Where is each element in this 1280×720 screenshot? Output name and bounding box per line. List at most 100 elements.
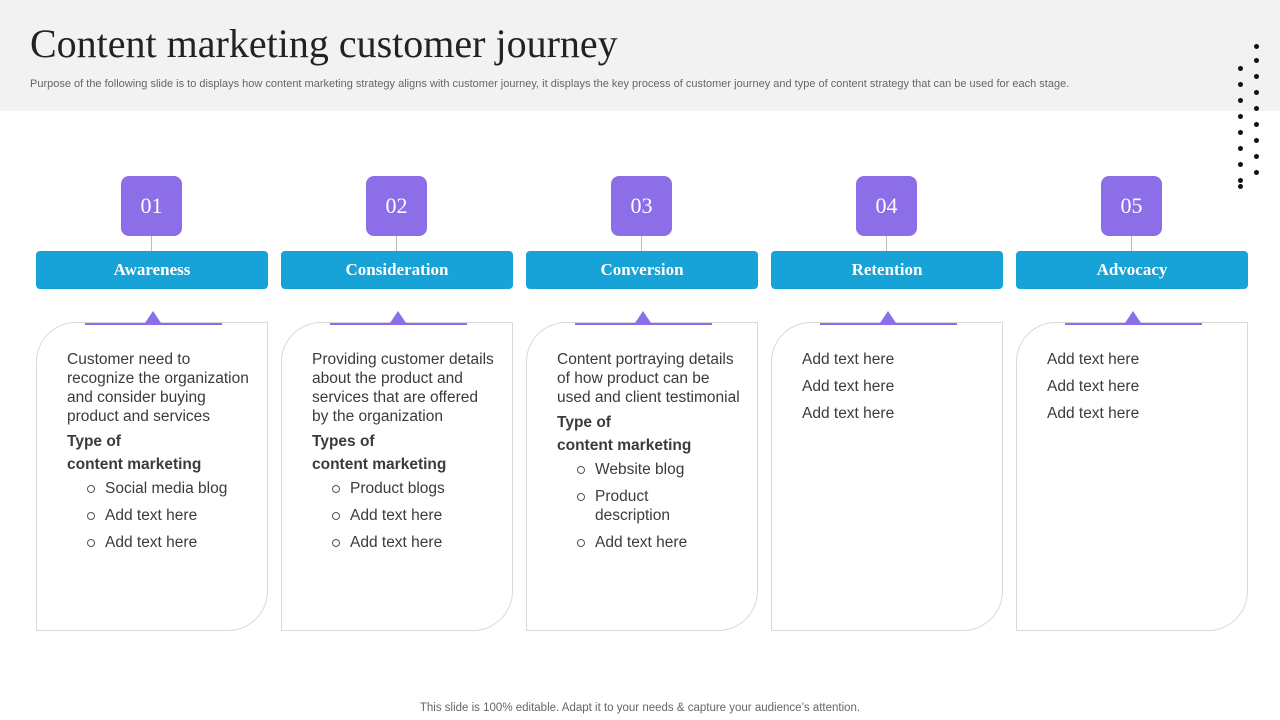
stage-label: Consideration [281,251,513,289]
list-item-text: Website blog [595,461,685,478]
bullet-circle-icon [87,539,95,547]
dot [1238,184,1243,189]
subheading-line-1: Types of [312,433,375,450]
accent-line [1065,323,1202,325]
stage-description: Content portraying details of how produc… [557,351,740,406]
list-item: Product description [577,487,695,525]
list-item: Add text here [577,533,742,552]
dot [1254,170,1259,175]
placeholder-list: Add text here Add text here Add text her… [802,350,987,423]
connector-line [641,236,642,251]
stage-label: Retention [771,251,1003,289]
stage-number-badge: 05 [1101,176,1162,236]
dot [1254,154,1259,159]
list-item: Add text here [87,506,252,525]
list-item-text: Add text here [105,507,198,524]
placeholder-text: Add text here [802,378,895,395]
bullet-circle-icon [577,539,585,547]
card-body: Customer need to recognize the organizat… [67,350,252,560]
placeholder-text: Add text here [1047,405,1140,422]
subheading-line-2: content marketing [312,456,447,473]
dot [1254,44,1259,49]
stage-consideration: 02 Consideration Providing customer deta… [281,176,513,632]
content-type-list: Product blogs Add text here Add text her… [312,479,497,552]
dot [1238,82,1243,87]
accent-line [85,323,222,325]
stage-card: Providing customer details about the pro… [281,311,513,631]
placeholder-text: Add text here [1047,351,1140,368]
stage-number-badge: 04 [856,176,917,236]
stage-card: Add text here Add text here Add text her… [771,311,1003,631]
accent-line [820,323,957,325]
stage-awareness: 01 Awareness Customer need to recognize … [36,176,268,632]
stage-card: Content portraying details of how produc… [526,311,758,631]
subheading-line-2: content marketing [557,437,692,454]
card-body: Content portraying details of how produc… [557,350,742,560]
subheading-line-1: Type of [67,433,121,450]
dot [1254,90,1259,95]
placeholder-text: Add text here [802,351,895,368]
accent-triangle [145,311,161,323]
stage-label: Advocacy [1016,251,1248,289]
header-band [0,0,1280,111]
connector-line [1131,236,1132,251]
stage-card: Customer need to recognize the organizat… [36,311,268,631]
stage-label: Awareness [36,251,268,289]
list-item-text: Add text here [350,534,443,551]
stage-number-badge: 01 [121,176,182,236]
decorative-dots [1234,44,1264,192]
content-type-list: Social media blog Add text here Add text… [67,479,252,552]
stage-description: Providing customer details about the pro… [312,351,494,425]
list-item-text: Product description [595,488,670,524]
stage-number-badge: 02 [366,176,427,236]
list-item-text: Add text here [595,534,688,551]
accent-triangle [880,311,896,323]
list-item: Website blog [577,460,742,479]
list-item: Add text here [332,533,497,552]
list-item-text: Add text here [105,534,198,551]
footer-note: This slide is 100% editable. Adapt it to… [419,702,861,714]
card-body: Providing customer details about the pro… [312,350,497,560]
card-body: Add text here Add text here Add text her… [1047,350,1232,431]
dot [1238,130,1243,135]
placeholder-text: Add text here [802,405,895,422]
bullet-circle-icon [87,512,95,520]
dot [1254,58,1259,63]
accent-triangle [1125,311,1141,323]
dot [1238,66,1243,71]
bullet-circle-icon [87,485,95,493]
bullet-circle-icon [332,485,340,493]
connector-line [886,236,887,251]
card-body: Add text here Add text here Add text her… [802,350,987,431]
content-type-list: Website blog Product description Add tex… [557,460,742,552]
stage-advocacy: 05 Advocacy Add text here Add text here … [1016,176,1248,632]
bullet-circle-icon [577,493,585,501]
stage-conversion: 03 Conversion Content portraying details… [526,176,758,632]
bullet-circle-icon [577,466,585,474]
subheading-line-1: Type of [557,414,611,431]
accent-line [330,323,467,325]
dot [1254,138,1259,143]
content-type-heading: Types of content marketing [312,430,497,476]
stage-description: Customer need to recognize the organizat… [67,351,249,425]
dot [1254,122,1259,127]
accent-line [575,323,712,325]
list-item-text: Add text here [350,507,443,524]
subheading-line-2: content marketing [67,456,202,473]
placeholder-text: Add text here [1047,378,1140,395]
accent-triangle [390,311,406,323]
list-item: Social media blog [87,479,252,498]
dot [1238,178,1243,183]
content-type-heading: Type of content marketing [557,411,742,457]
list-item: Add text here [87,533,252,552]
dot [1254,74,1259,79]
stage-label: Conversion [526,251,758,289]
list-item-text: Social media blog [105,480,228,497]
dot [1238,162,1243,167]
dot [1254,106,1259,111]
stage-number-badge: 03 [611,176,672,236]
list-item-text: Product blogs [350,480,445,497]
connector-line [396,236,397,251]
dot [1238,114,1243,119]
dot [1238,146,1243,151]
